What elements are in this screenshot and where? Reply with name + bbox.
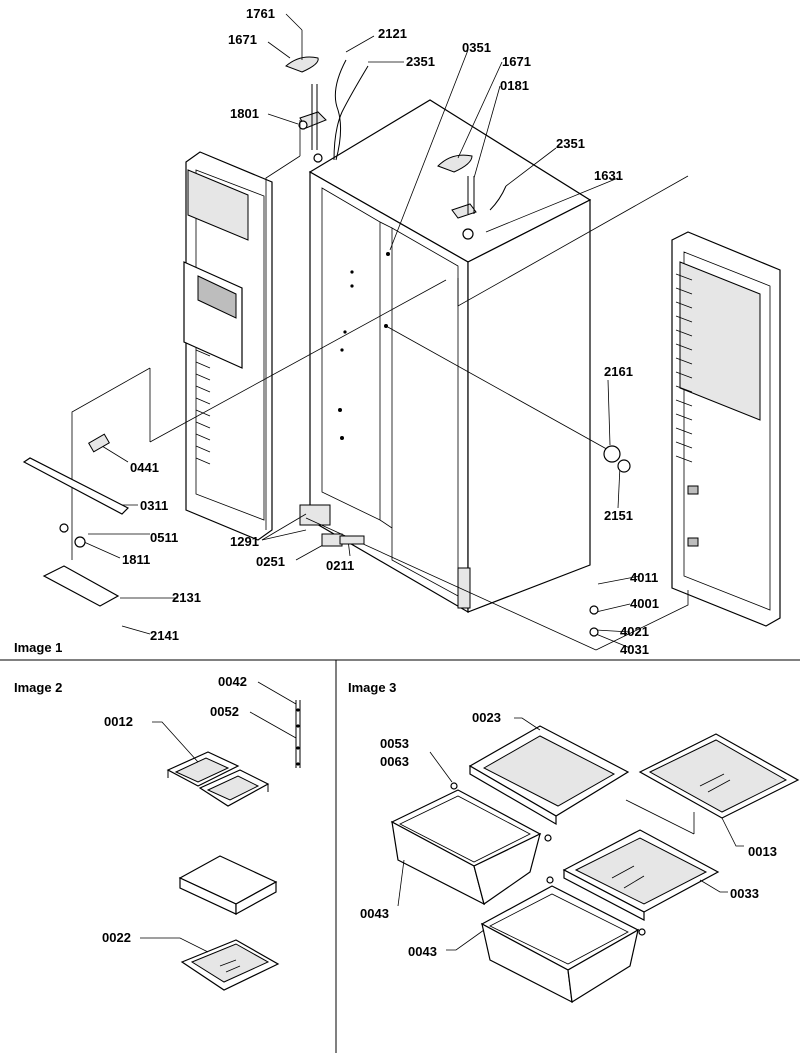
leader-lines-image3 — [397, 717, 744, 951]
label-4031: 4031 — [620, 642, 649, 657]
label-0052: 0052 — [210, 704, 239, 719]
label-0033: 0033 — [730, 886, 759, 901]
label-4001: 4001 — [630, 596, 659, 611]
freezer-door — [183, 151, 273, 541]
label-2121: 2121 — [378, 26, 407, 41]
top-hinge-left — [285, 56, 369, 163]
label-0351: 0351 — [462, 40, 491, 55]
label-1671-right: 1671 — [502, 54, 531, 69]
label-2351-top: 2351 — [406, 54, 435, 69]
label-0012: 0012 — [104, 714, 133, 729]
label-0022: 0022 — [102, 930, 131, 945]
label-1761: 1761 — [246, 6, 275, 21]
label-0013: 0013 — [748, 844, 777, 859]
label-0042: 0042 — [218, 674, 247, 689]
crisper-set-image3 — [390, 725, 800, 1004]
fresh-food-door — [671, 231, 781, 627]
label-1671-left: 1671 — [228, 32, 257, 47]
label-2131: 2131 — [172, 590, 201, 605]
label-2351-right: 2351 — [556, 136, 585, 151]
label-0441: 0441 — [130, 460, 159, 475]
label-2141: 2141 — [150, 628, 179, 643]
label-0063: 0063 — [380, 754, 409, 769]
label-0053: 0053 — [380, 736, 409, 751]
label-4021: 4021 — [620, 624, 649, 639]
label-1801: 1801 — [230, 106, 259, 121]
label-0043-upper: 0043 — [360, 906, 389, 921]
leader-lines-image2 — [140, 681, 297, 953]
label-1291: 1291 — [230, 534, 259, 549]
label-0251: 0251 — [256, 554, 285, 569]
label-2161: 2161 — [604, 364, 633, 379]
shelf-set-image2 — [166, 700, 301, 991]
label-2151: 2151 — [604, 508, 633, 523]
label-4011: 4011 — [630, 570, 658, 585]
label-0211: 0211 — [326, 558, 354, 573]
label-0023: 0023 — [472, 710, 501, 725]
small-parts-image1 — [22, 408, 631, 637]
section-title-image3: Image 3 — [348, 680, 396, 695]
label-0043-lower: 0043 — [408, 944, 437, 959]
section-title-image1: Image 1 — [14, 640, 62, 655]
label-0181: 0181 — [500, 78, 529, 93]
label-0311: 0311 — [140, 498, 168, 513]
section-title-image2: Image 2 — [14, 680, 62, 695]
refrigerator-cabinet — [299, 99, 592, 614]
label-0511: 0511 — [150, 530, 178, 545]
top-hinge-right — [437, 154, 507, 240]
label-1631: 1631 — [594, 168, 623, 183]
label-1811: 1811 — [122, 552, 150, 567]
